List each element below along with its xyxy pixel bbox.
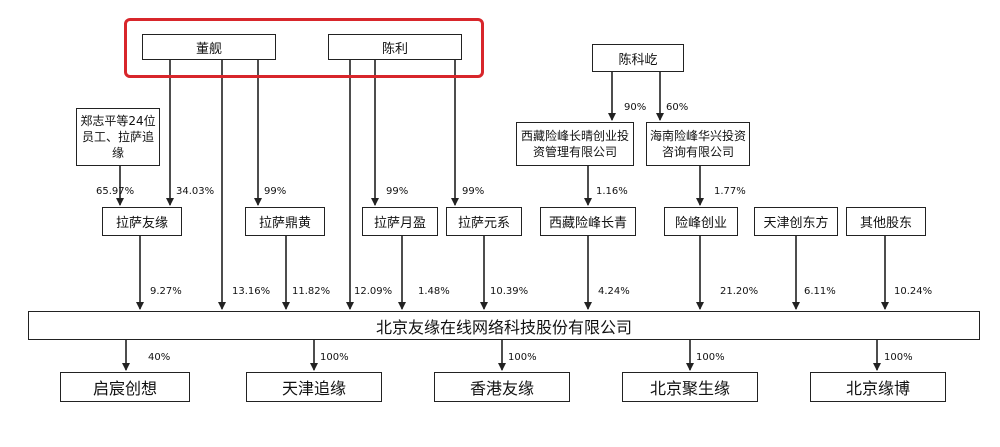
node-xizang-changqing-mgmt[interactable]: 西藏险峰长晴创业投资管理有限公司 xyxy=(516,122,634,166)
node-xianfeng-label: 险峰创业 xyxy=(674,216,727,231)
node-zheng-employees[interactable]: 郑志平等24位员工、拉萨追缘 xyxy=(76,108,160,166)
pct-chuangdongfang-main: 6.11% xyxy=(804,286,836,297)
node-qichen-label: 启宸创想 xyxy=(92,379,157,398)
node-tianjin-zhuiyuan[interactable]: 天津追缘 xyxy=(246,372,382,402)
node-xizang-changqing-label: 西藏险峰长青 xyxy=(548,216,627,231)
node-hainan-huaxing[interactable]: 海南险峰华兴投资咨询有限公司 xyxy=(646,122,750,166)
pct-zheng-youyuan: 65.97% xyxy=(96,186,135,197)
pct-main-qichen: 40% xyxy=(148,352,171,363)
node-bj-jushengyuan[interactable]: 北京聚生缘 xyxy=(622,372,758,402)
node-lasa-yuanxi-label: 拉萨元系 xyxy=(457,216,510,231)
pct-chen-yuanxi: 99% xyxy=(462,186,485,197)
pct-dinghuang-main: 11.82% xyxy=(292,286,331,297)
pct-xianfeng-main: 21.20% xyxy=(720,286,759,297)
pct-chen-yueying: 99% xyxy=(386,186,409,197)
pct-dong-youyuan: 34.03% xyxy=(176,186,215,197)
node-hk-youyuan-label: 香港友缘 xyxy=(469,379,534,398)
pct-main-hk: 100% xyxy=(508,352,537,363)
node-lasa-yueying-label: 拉萨月盈 xyxy=(373,216,426,231)
pct-hainan-xianfeng: 1.77% xyxy=(714,186,746,197)
pct-chen-keqi-hainan: 60% xyxy=(666,102,689,113)
node-lasa-yueying[interactable]: 拉萨月盈 xyxy=(362,207,438,236)
pct-yueying-main: 1.48% xyxy=(418,286,450,297)
pct-main-tianjin: 100% xyxy=(320,352,349,363)
pct-changqing-main: 4.24% xyxy=(598,286,630,297)
pct-xizangmgmt-changqing: 1.16% xyxy=(596,186,628,197)
node-dong-jun[interactable]: 董舰 xyxy=(142,34,276,60)
node-chen-keqi[interactable]: 陈科屹 xyxy=(592,44,684,72)
pct-other-main: 10.24% xyxy=(894,286,933,297)
node-hk-youyuan[interactable]: 香港友缘 xyxy=(434,372,570,402)
node-lasa-dinghuang-label: 拉萨鼎黄 xyxy=(258,216,311,231)
node-main-company[interactable]: 北京友缘在线网络科技股份有限公司 xyxy=(28,311,980,340)
node-zheng-employees-label: 郑志平等24位员工、拉萨追缘 xyxy=(80,113,156,161)
node-chen-li[interactable]: 陈利 xyxy=(328,34,462,60)
pct-yuanxi-main: 10.39% xyxy=(490,286,529,297)
node-other-shareholders[interactable]: 其他股东 xyxy=(846,207,926,236)
node-tianjin-chuangdongfang[interactable]: 天津创东方 xyxy=(754,207,838,236)
pct-dong-dinghuang: 99% xyxy=(264,186,287,197)
node-bj-jushengyuan-label: 北京聚生缘 xyxy=(649,379,730,398)
node-lasa-youyuan[interactable]: 拉萨友缘 xyxy=(102,207,182,236)
pct-youyuan-main: 9.27% xyxy=(150,286,182,297)
node-dong-jun-label: 董舰 xyxy=(195,41,222,57)
node-xizang-changqing-mgmt-label: 西藏险峰长晴创业投资管理有限公司 xyxy=(520,128,629,159)
node-main-company-label: 北京友缘在线网络科技股份有限公司 xyxy=(375,317,632,337)
node-bj-yuanbo-label: 北京缘博 xyxy=(845,379,910,398)
node-lasa-yuanxi[interactable]: 拉萨元系 xyxy=(446,207,522,236)
pct-chen-keqi-xizang: 90% xyxy=(624,102,647,113)
pct-main-jushengyuan: 100% xyxy=(696,352,725,363)
node-lasa-dinghuang[interactable]: 拉萨鼎黄 xyxy=(245,207,325,236)
node-qichen[interactable]: 启宸创想 xyxy=(60,372,190,402)
node-lasa-youyuan-label: 拉萨友缘 xyxy=(115,216,168,231)
pct-main-yuanbo: 100% xyxy=(884,352,913,363)
pct-dong-main: 13.16% xyxy=(232,286,271,297)
node-xianfeng[interactable]: 险峰创业 xyxy=(664,207,738,236)
node-hainan-huaxing-label: 海南险峰华兴投资咨询有限公司 xyxy=(649,128,746,159)
node-tianjin-chuangdongfang-label: 天津创东方 xyxy=(763,216,829,231)
node-tianjin-zhuiyuan-label: 天津追缘 xyxy=(281,379,346,398)
node-other-shareholders-label: 其他股东 xyxy=(859,216,912,231)
node-chen-li-label: 陈利 xyxy=(381,41,408,57)
node-bj-yuanbo[interactable]: 北京缘博 xyxy=(810,372,946,402)
node-chen-keqi-label: 陈科屹 xyxy=(618,52,658,68)
node-xizang-changqing[interactable]: 西藏险峰长青 xyxy=(540,207,636,236)
pct-chen-main: 12.09% xyxy=(354,286,393,297)
controller-highlight-frame xyxy=(124,18,484,78)
